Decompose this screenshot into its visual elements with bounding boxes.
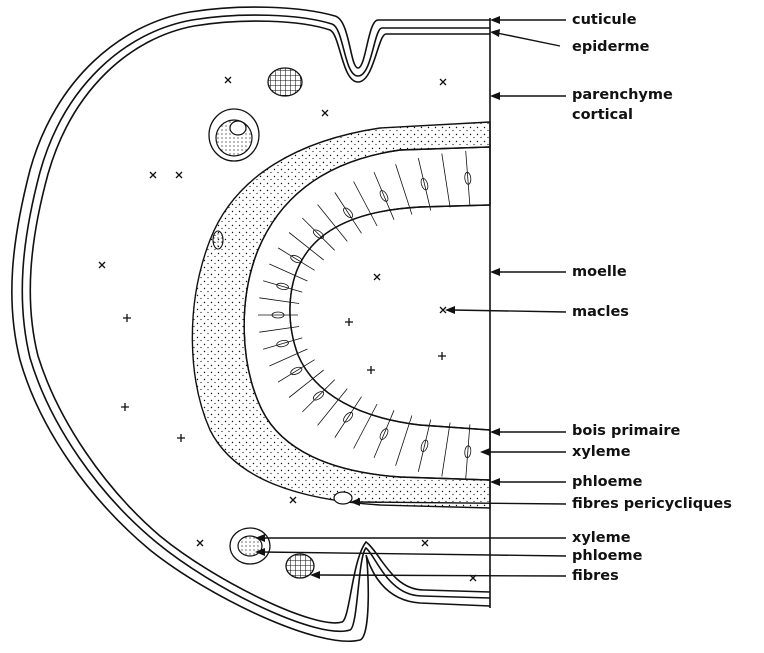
macle-crystal <box>176 172 182 178</box>
label-fibres-bundle: fibres <box>572 568 619 584</box>
macle-crystal <box>150 172 156 178</box>
xylem-ray <box>418 158 430 210</box>
label-moelle: moelle <box>572 264 627 280</box>
xylem-ray <box>354 404 378 449</box>
xylem-ray <box>263 338 302 349</box>
macle-crystal <box>197 540 203 546</box>
macle-crystal <box>440 79 446 85</box>
label-phloeme-main: phloeme <box>572 474 643 490</box>
xylem-ray <box>269 264 307 281</box>
xylem-ray <box>418 420 430 472</box>
fibre-cluster-top <box>268 68 302 96</box>
label-parenchyme: parenchyme <box>572 87 673 103</box>
label-phloeme-bundle: phloeme <box>572 548 643 564</box>
label-fibres-pericycliques: fibres pericycliques <box>572 496 732 512</box>
label-cortical: cortical <box>572 107 633 123</box>
label-xyleme-bundle: xyleme <box>572 530 631 546</box>
macle-crystal <box>123 314 131 322</box>
macle-crystal <box>367 366 375 374</box>
macle-crystal <box>322 110 328 116</box>
macle-crystal <box>121 403 129 411</box>
small-bundle-left <box>213 231 223 249</box>
xylem-ray <box>278 248 315 270</box>
xylem-ray <box>278 360 315 382</box>
xylem-ray <box>354 182 378 227</box>
label-macles: macles <box>572 304 629 320</box>
bundle-top-core <box>230 121 246 135</box>
xylem-ray <box>396 164 412 214</box>
macle-crystal <box>99 262 105 268</box>
label-epiderme: epiderme <box>572 39 650 55</box>
macle-crystal <box>374 274 380 280</box>
label-cuticule: cuticule <box>572 12 637 28</box>
xylem-ray <box>466 424 470 479</box>
xylem-ray <box>442 423 450 477</box>
macle-crystal <box>422 540 428 546</box>
xylem-ray <box>442 154 450 208</box>
xylem-ray <box>259 298 299 304</box>
xylem-ray <box>289 233 324 261</box>
macle-crystal <box>438 352 446 360</box>
phloem-ring <box>192 122 490 508</box>
macle-crystal <box>345 318 353 326</box>
xylem-ray <box>335 397 362 438</box>
macle-crystal <box>177 434 185 442</box>
xylem-ray <box>466 151 470 206</box>
xylem-ray <box>318 389 348 426</box>
labels: cuticule epiderme parenchyme cortical mo… <box>572 12 732 584</box>
label-xyleme-main: xyleme <box>572 444 631 460</box>
macle-crystal <box>290 497 296 503</box>
pith-boundary <box>290 205 490 430</box>
xylem-ray <box>263 281 302 292</box>
xylem-ray <box>335 192 362 233</box>
fibre-cluster-bottom <box>286 554 314 578</box>
label-bois-primaire: bois primaire <box>572 423 681 439</box>
xylem-ray <box>259 327 299 333</box>
xylem-ray <box>302 218 334 250</box>
pericyclic-fibre-bundle <box>334 492 352 504</box>
xylem-ray <box>374 410 394 458</box>
macle-crystal <box>225 77 231 83</box>
